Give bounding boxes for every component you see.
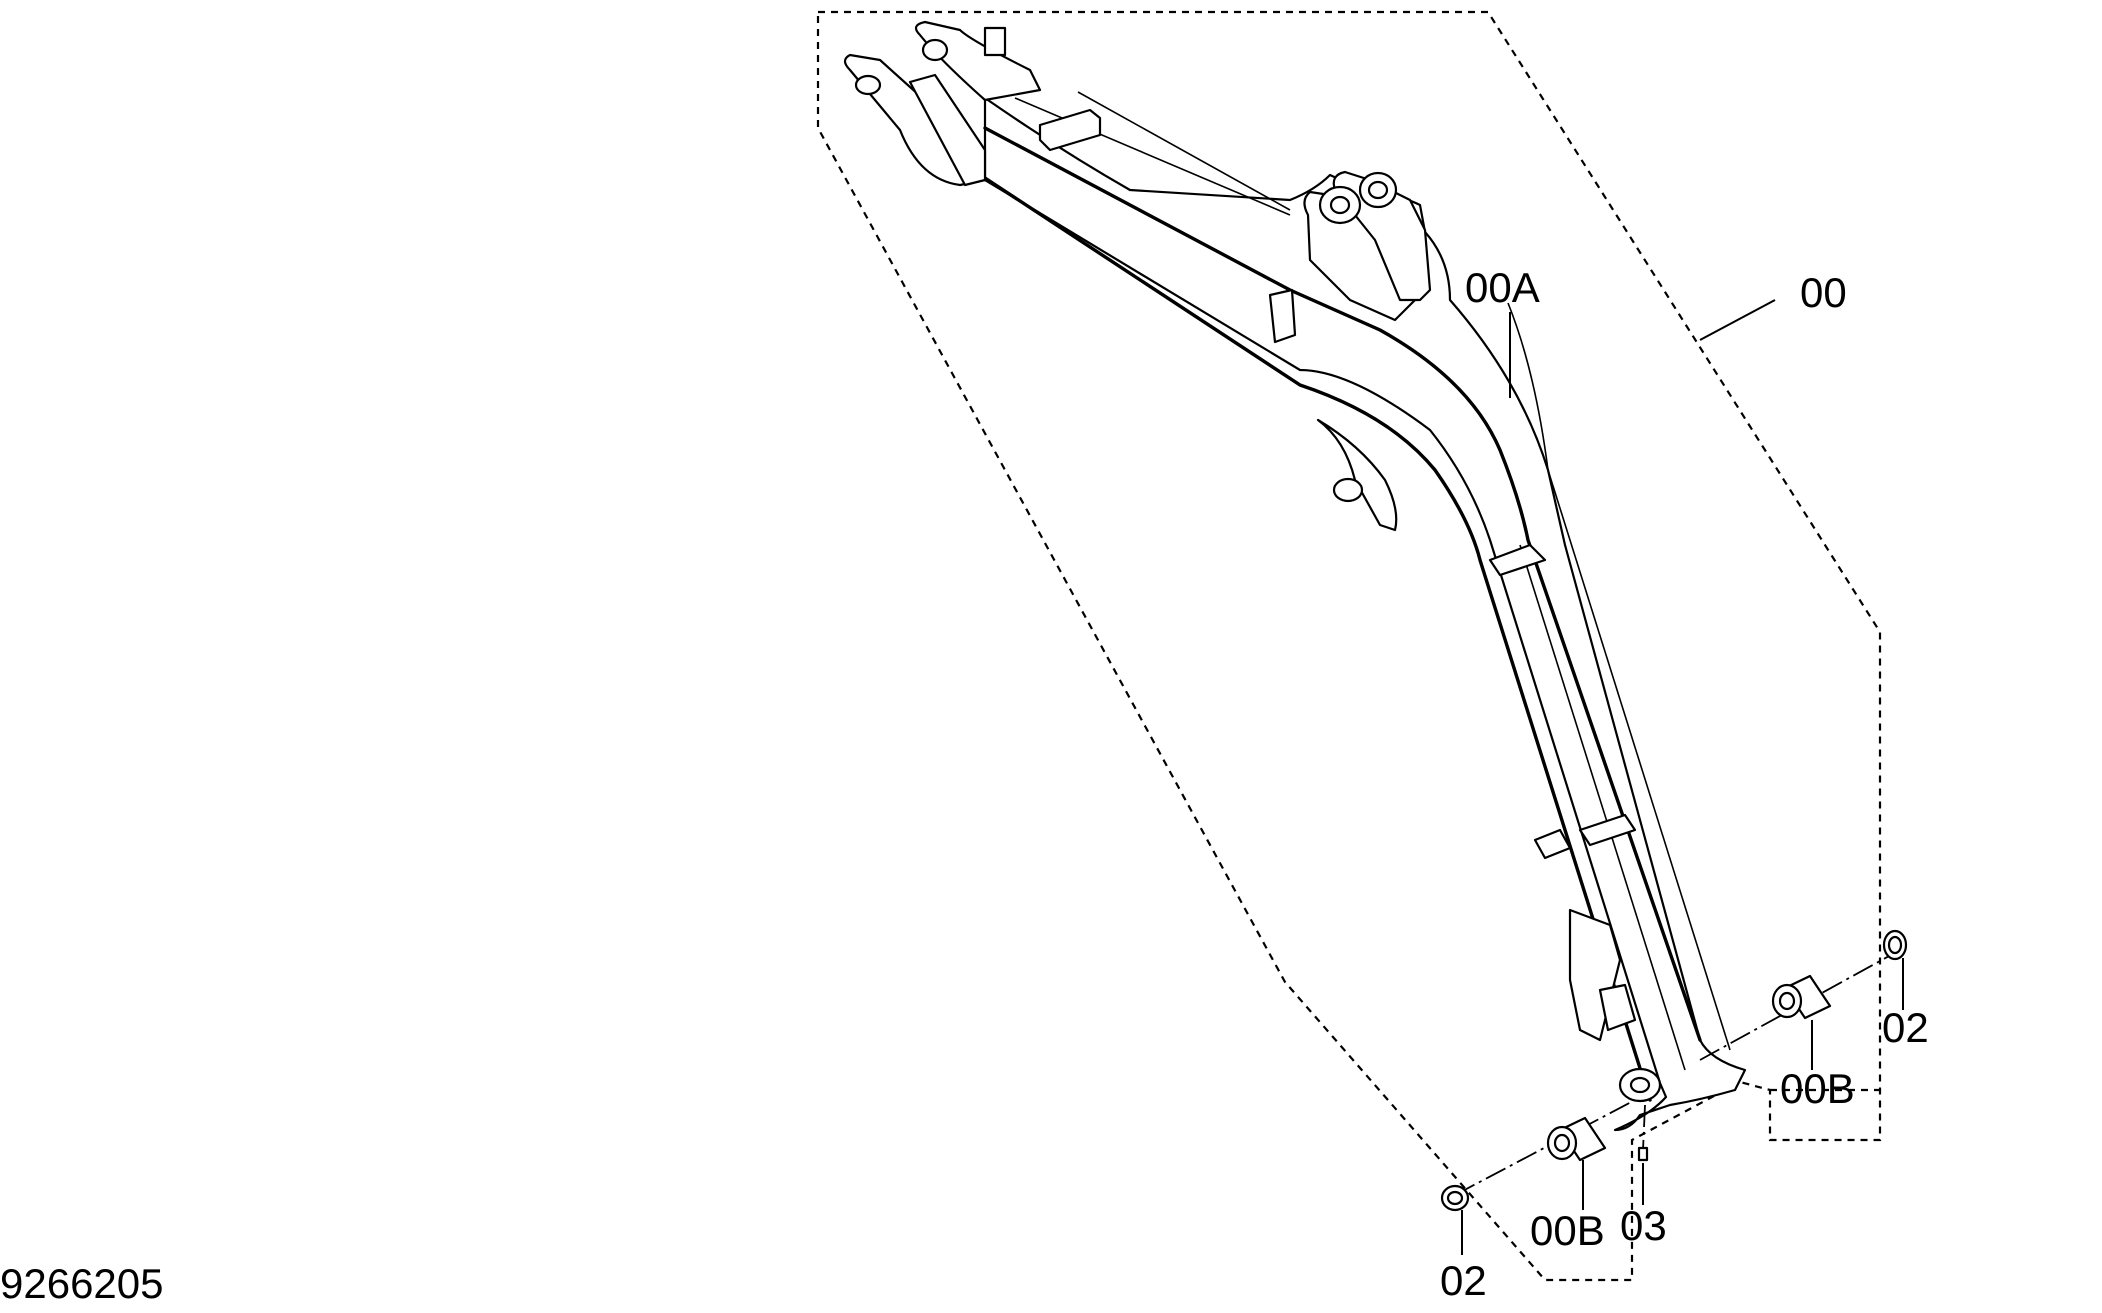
- grease-fitting: [1637, 1104, 1649, 1162]
- callout-bushing-left: 00B: [1530, 1207, 1605, 1254]
- leader-assembly: [1699, 299, 1776, 341]
- boom-body: [843, 20, 1747, 1132]
- callout-shim-right: 02: [1882, 1004, 1929, 1051]
- bushing-left: [1546, 1116, 1607, 1162]
- callout-assembly: 00: [1800, 269, 1847, 316]
- callout-grease-fitting: 03: [1620, 1202, 1667, 1249]
- figure-id: 9266205: [0, 1260, 164, 1307]
- shim-right: [1882, 929, 1908, 961]
- shim-left: [1440, 1184, 1470, 1212]
- callout-boom: 00A: [1465, 264, 1540, 311]
- callout-shim-left: 02: [1440, 1257, 1487, 1304]
- assembly-boundary: [816, 10, 1882, 1282]
- bushing-right: [1771, 974, 1832, 1020]
- callout-bushing-right: 00B: [1780, 1065, 1855, 1112]
- pin-axis-left: [1454, 1099, 1636, 1196]
